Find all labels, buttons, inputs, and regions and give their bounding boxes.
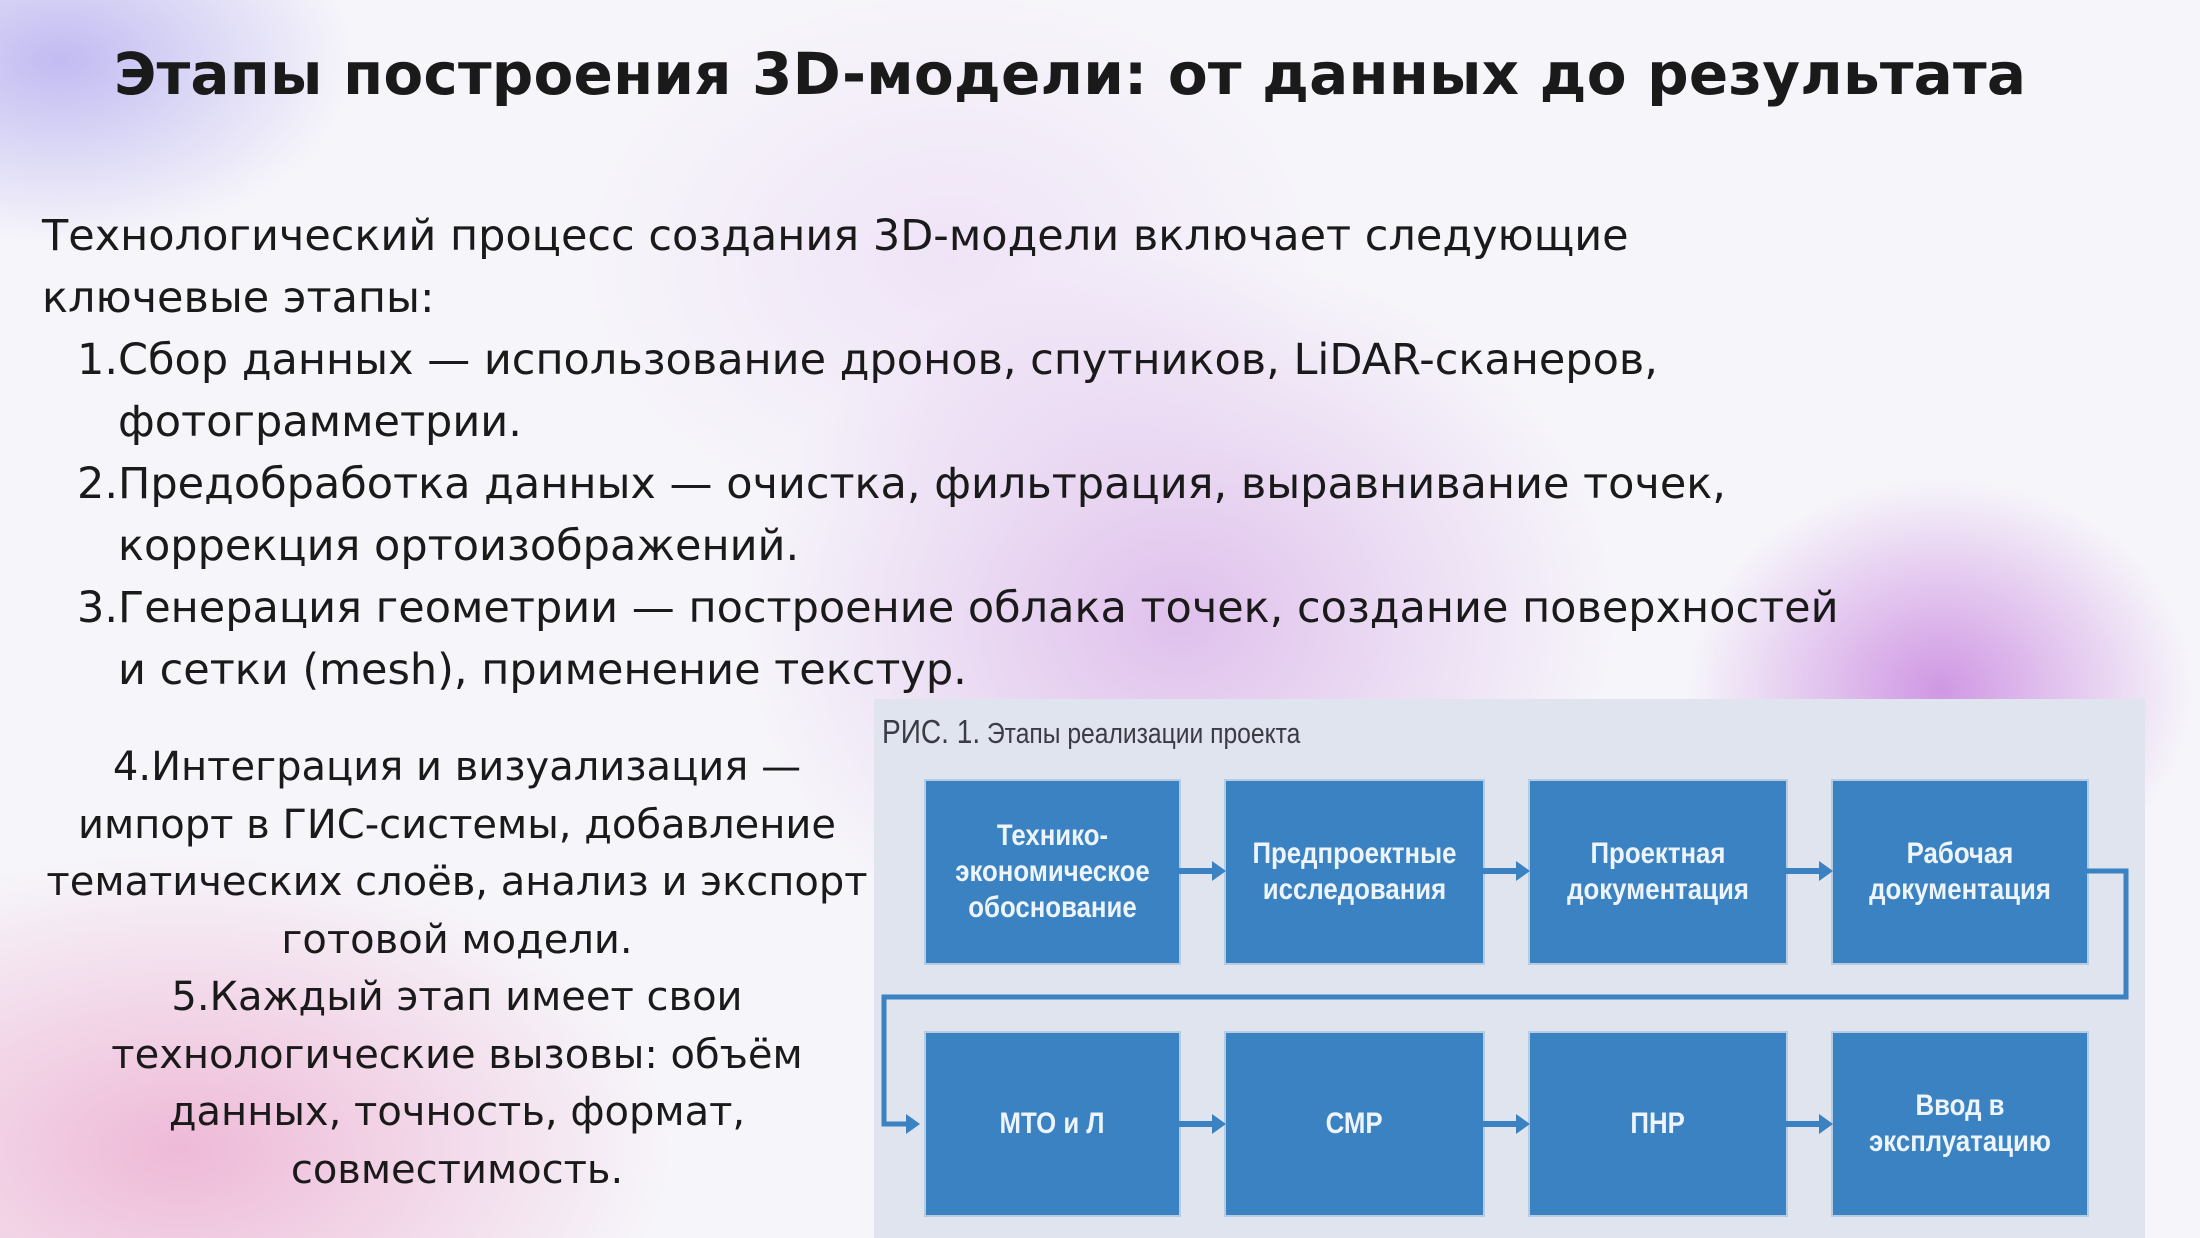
arrow-3-head bbox=[1819, 861, 1833, 881]
stage-label: Проектная документация bbox=[1567, 837, 1749, 906]
stage-box-feasibility: Технико-экономическое обоснование bbox=[926, 781, 1179, 963]
stage-box-project-docs: Проектная документация bbox=[1530, 781, 1786, 963]
step-text: Сбор данных — использование дронов, спут… bbox=[118, 335, 1658, 447]
step-5-text: 5.Каждый этап имеет свои технологические… bbox=[111, 974, 803, 1193]
side-text-block: 4.Интеграция и визуализация — импорт в Г… bbox=[42, 739, 872, 1199]
stage-label: Ввод в эксплуатацию bbox=[1869, 1089, 2051, 1158]
stage-box-mto: МТО и Л bbox=[926, 1033, 1179, 1215]
step-number: 3. bbox=[76, 583, 118, 633]
connector-line bbox=[881, 868, 2129, 1127]
step-number: 2. bbox=[76, 459, 118, 509]
step-text: Генерация геометрии — построение облака … bbox=[118, 583, 1839, 695]
intro-text: Технологический процесс создания 3D-моде… bbox=[42, 211, 1629, 323]
figure-caption-number: РИС. 1. bbox=[882, 713, 981, 750]
figure-caption-text: Этапы реализации проекта bbox=[986, 718, 1301, 750]
arrow-5-head bbox=[1516, 1114, 1530, 1134]
steps-list: 1. Сбор данных — использование дронов, с… bbox=[42, 329, 1862, 701]
step-text: Предобработка данных — очистка, фильтрац… bbox=[118, 459, 1726, 571]
arrow-1-head bbox=[1212, 861, 1226, 881]
stage-box-commissioning: Ввод в эксплуатацию bbox=[1833, 1033, 2087, 1215]
step-number: 1. bbox=[76, 335, 118, 385]
project-stages-figure: РИС. 1. Этапы реализации проекта Технико… bbox=[874, 699, 2145, 1238]
stage-label: ПНР bbox=[1630, 1107, 1686, 1140]
stage-label: Предпроектные исследования bbox=[1252, 837, 1457, 906]
stage-box-working-docs: Рабочая документация bbox=[1833, 781, 2087, 963]
step-4-text: 4.Интеграция и визуализация — импорт в Г… bbox=[46, 744, 868, 963]
figure-caption: РИС. 1. Этапы реализации проекта bbox=[882, 713, 1300, 751]
arrow-4-head bbox=[1212, 1114, 1226, 1134]
stage-label: Технико-экономическое обоснование bbox=[955, 819, 1150, 924]
stage-box-pnr: ПНР bbox=[1530, 1033, 1786, 1215]
arrow-2-head bbox=[1516, 861, 1530, 881]
list-item: 2. Предобработка данных — очистка, фильт… bbox=[42, 453, 1862, 577]
arrow-6-head bbox=[1819, 1114, 1833, 1134]
stage-box-preproject: Предпроектные исследования bbox=[1226, 781, 1483, 963]
list-item: 1. Сбор данных — использование дронов, с… bbox=[42, 329, 1862, 453]
list-item: 3. Генерация геометрии — построение обла… bbox=[42, 577, 1862, 701]
stage-box-smr: СМР bbox=[1226, 1033, 1483, 1215]
connector-head bbox=[906, 1114, 920, 1134]
stage-label: СМР bbox=[1325, 1107, 1384, 1140]
intro-block: Технологический процесс создания 3D-моде… bbox=[42, 205, 1862, 701]
stage-label: Рабочая документация bbox=[1869, 837, 2051, 906]
slide-title: Этапы построения 3D-модели: от данных до… bbox=[113, 40, 2027, 108]
stage-label: МТО и Л bbox=[999, 1107, 1105, 1140]
flow-arrows bbox=[881, 861, 2129, 1134]
